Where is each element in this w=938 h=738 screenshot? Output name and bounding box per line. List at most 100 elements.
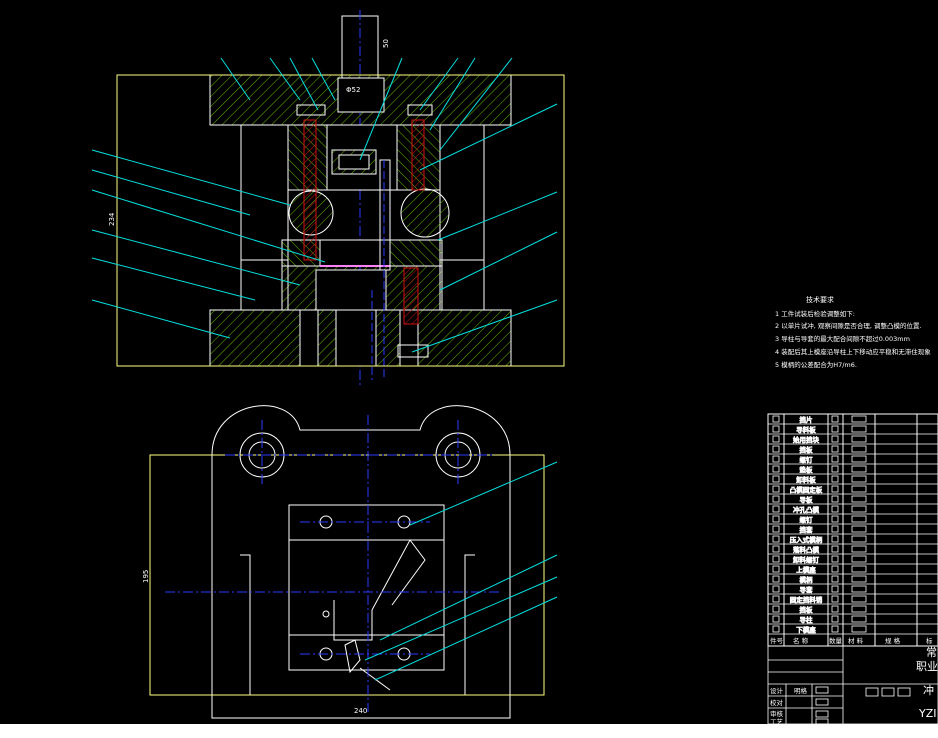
title-role-process: 工艺 — [770, 718, 784, 726]
bom-row-material-box — [851, 615, 867, 623]
bom-table: 挡片导料板始用挡块挡板螺钉垫板卸料板凸模固定板导板冲孔凸模螺钉挡套压入式模柄落料… — [767, 413, 938, 647]
bom-row-name: 垫板 — [800, 465, 814, 474]
bom-row-seq-box — [772, 445, 780, 453]
rubber-right — [400, 188, 450, 238]
bom-row-qty-box — [831, 505, 839, 513]
lower-die-outline — [211, 405, 511, 719]
bom-row-seq-box — [772, 535, 780, 543]
bom-row-name: 压入式模柄 — [790, 535, 823, 544]
guide-bushing-right — [439, 124, 485, 261]
title-role-note: 明格 — [794, 686, 808, 695]
bom-row-material-box — [851, 505, 867, 513]
title-block — [767, 645, 938, 725]
bom-row-seq-box — [772, 485, 780, 493]
bom-row-name: 固定挡料销 — [790, 595, 823, 604]
bom-row-material-box — [851, 475, 867, 483]
dim-total-height: 234 — [108, 212, 116, 226]
bom-row-seq-box — [772, 595, 780, 603]
bom-header-material: 材 料 — [848, 636, 864, 645]
guide-post-right — [439, 259, 485, 311]
bom-row-seq-box — [772, 505, 780, 513]
bom-row-qty-box — [831, 415, 839, 423]
die-insert — [288, 504, 445, 671]
guide-post-left — [240, 259, 289, 311]
bottom-status-bar — [0, 724, 938, 738]
bom-row-seq-box — [772, 465, 780, 473]
bom-row-material-box — [851, 545, 867, 553]
bom-row-qty-box — [831, 485, 839, 493]
tech-note-1: 1 工件试装后检验调整如下: — [775, 309, 855, 318]
dim-plan-height: 195 — [142, 570, 150, 583]
bom-row-material-box — [851, 605, 867, 613]
front-section-view — [116, 10, 565, 385]
title-drawing-name: 冲 — [923, 683, 934, 697]
bom-row-material-box — [851, 515, 867, 523]
title-school-1: 常 — [926, 646, 937, 659]
bom-row-material-box — [851, 495, 867, 503]
bom-row-seq-box — [772, 575, 780, 583]
bom-row-seq-box — [772, 515, 780, 523]
leader-lines-plan — [364, 461, 558, 681]
bom-row-qty-box — [831, 455, 839, 463]
bom-row-seq-box — [772, 425, 780, 433]
bom-row-qty-box — [831, 625, 839, 633]
bom-row-qty-box — [831, 555, 839, 563]
bom-row-qty-box — [831, 515, 839, 523]
bom-row-name: 螺钉 — [800, 515, 814, 524]
bom-row-seq-box — [772, 545, 780, 553]
bom-row-name: 螺钉 — [800, 455, 814, 464]
guide-bushing-left — [240, 124, 289, 261]
bom-row-material-box — [851, 555, 867, 563]
bom-row-name: 导套 — [800, 585, 814, 594]
bom-row-qty-box — [831, 585, 839, 593]
bom-row-seq-box — [772, 525, 780, 533]
bom-row-material-box — [851, 485, 867, 493]
tech-note-2: 2 以单片试冲, 观察间隙是否合理, 调整凸模的位置. — [775, 321, 922, 330]
bom-row-name: 挡片 — [800, 415, 813, 424]
bom-row-qty-box — [831, 545, 839, 553]
bom-row-name: 导柱 — [800, 615, 814, 624]
bom-header-seq: 件号 — [770, 636, 784, 645]
dim-punch-label: Φ52 — [346, 86, 360, 94]
bom-row-name: 卸料板 — [796, 475, 816, 484]
bom-row-material-box — [851, 455, 867, 463]
bom-row-name: 落料凸模 — [793, 545, 820, 554]
bom-row-seq-box — [772, 495, 780, 503]
tech-notes: 技术要求 1 工件试装后检验调整如下: 2 以单片试冲, 观察间隙是否合理, 调… — [775, 295, 931, 369]
bom-header-qty: 数量 — [829, 636, 843, 645]
bom-row-qty-box — [831, 425, 839, 433]
bom-row-material-box — [851, 565, 867, 573]
bom-row-name: 冲孔凸模 — [793, 505, 820, 514]
bom-row-material-box — [851, 595, 867, 603]
bom-row-seq-box — [772, 625, 780, 633]
bom-row-name: 上模座 — [796, 565, 816, 574]
bom-row-name: 导料板 — [796, 425, 816, 434]
bom-row-seq-box — [772, 455, 780, 463]
bom-row-material-box — [851, 585, 867, 593]
piercing-punch — [379, 159, 391, 271]
bom-row-qty-box — [831, 495, 839, 503]
bom-row-material-box — [851, 425, 867, 433]
bom-row-seq-box — [772, 585, 780, 593]
bom-row-qty-box — [831, 525, 839, 533]
bom-row-name: 挡板 — [800, 605, 814, 614]
bom-row-qty-box — [831, 595, 839, 603]
bom-row-seq-box — [772, 615, 780, 623]
bom-row-material-box — [851, 465, 867, 473]
bom-row-material-box — [851, 445, 867, 453]
bom-row-name: 下模座 — [796, 625, 816, 634]
bom-row-name: 卸料螺钉 — [793, 555, 820, 564]
bom-row-name: 挡板 — [800, 445, 814, 454]
bom-row-qty-box — [831, 475, 839, 483]
dim-top-height: 50 — [382, 39, 390, 48]
bom-row-seq-box — [772, 555, 780, 563]
plan-center-lines — [165, 415, 500, 712]
tech-note-5: 5 模柄的公差配合为H7/m6. — [775, 360, 857, 369]
title-role-check: 校对 — [770, 698, 784, 707]
bom-row-seq-box — [772, 605, 780, 613]
title-role-design: 设计 — [770, 686, 784, 695]
bom-row-qty-box — [831, 615, 839, 623]
bom-row-qty-box — [831, 565, 839, 573]
bom-row-material-box — [851, 415, 867, 423]
title-school-2: 职业 — [916, 660, 938, 673]
